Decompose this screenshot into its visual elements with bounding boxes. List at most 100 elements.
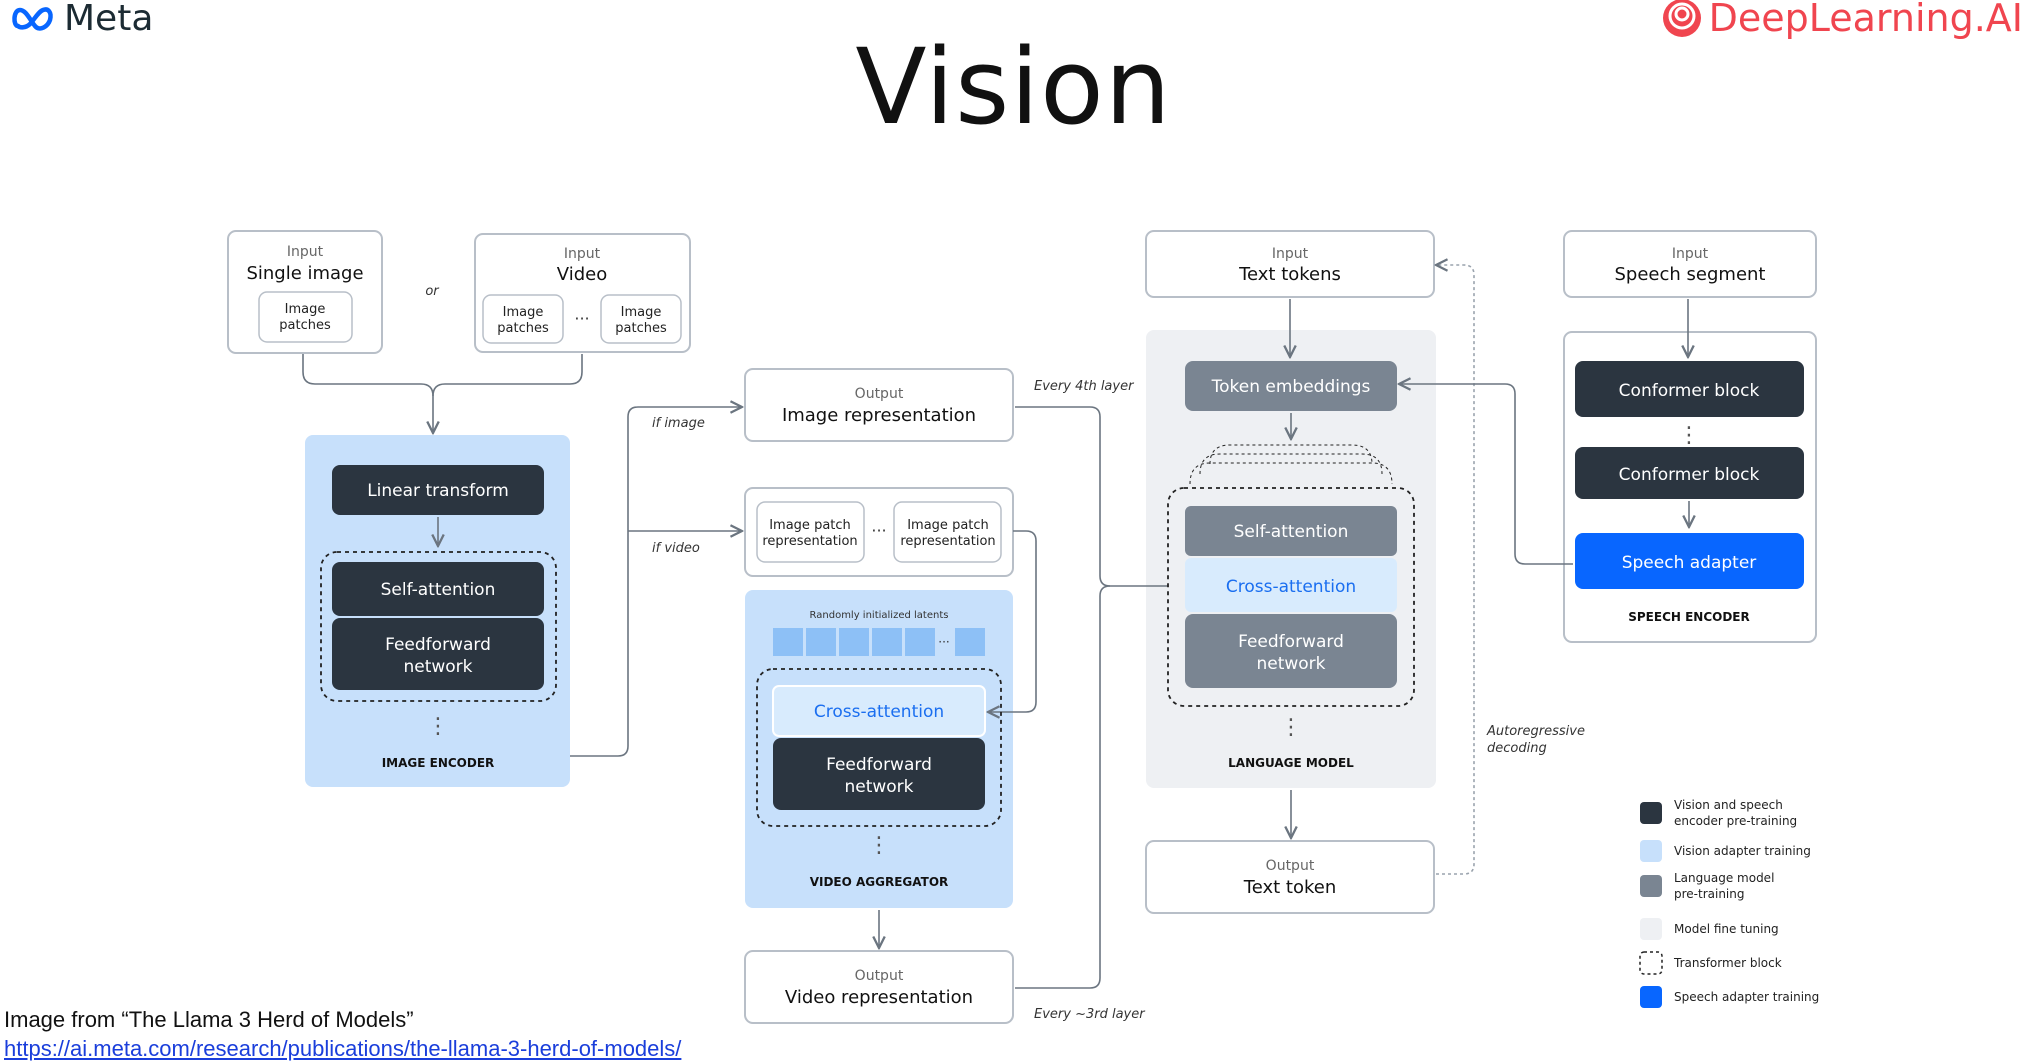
page-title: Vision xyxy=(855,26,1172,148)
video-cross-attention: Cross-attention xyxy=(814,702,944,722)
every-4th-layer-connector xyxy=(1015,406,1183,586)
output-video-rep-title: Video representation xyxy=(785,987,973,1008)
deeplearning-logo-text: DeepLearning.AI xyxy=(1708,0,2023,40)
video-aggregator-label: VIDEO AGGREGATOR xyxy=(810,875,949,889)
lm-self-attention: Self-attention xyxy=(1234,522,1349,542)
legend-swatch xyxy=(1640,986,1662,1008)
video-aggregator: Randomly initialized latents ··· Cross-a… xyxy=(756,610,1002,889)
if-image-connector xyxy=(570,407,742,757)
linear-transform-label: Linear transform xyxy=(367,481,509,501)
speech-encoder-label: SPEECH ENCODER xyxy=(1628,610,1750,624)
image-encoder: Linear transform Self-attention Feedforw… xyxy=(320,465,557,770)
speech-vdots: ⋮ xyxy=(1678,423,1700,448)
deeplearning-logo: DeepLearning.AI xyxy=(1661,0,2023,40)
legend-item: Speech adapter training xyxy=(1640,986,1819,1008)
token-embeddings-label: Token embeddings xyxy=(1211,377,1371,397)
language-model: Token embeddings Self-attention Cross-at… xyxy=(1167,361,1415,770)
if-video-label: if video xyxy=(652,541,700,556)
output-image-rep-label: Output xyxy=(855,386,904,402)
output-video-representation-box: Output Video representation xyxy=(744,950,1014,1024)
output-text-title: Text token xyxy=(1243,877,1336,898)
lm-cross-attention: Cross-attention xyxy=(1226,577,1356,597)
legend-swatch xyxy=(1640,802,1662,824)
image-encoder-label: IMAGE ENCODER xyxy=(382,756,495,770)
every-3rd-layer-label: Every ~3rd layer xyxy=(1034,1007,1146,1022)
legend-text: Transformer block xyxy=(1673,956,1782,970)
legend-text: Model fine tuning xyxy=(1674,922,1779,936)
video-aggregator-vdots: ⋮ xyxy=(868,833,890,858)
legend-swatch xyxy=(1640,918,1662,940)
legend-item: Vision adapter training xyxy=(1640,840,1811,862)
input-single-image-label: Input xyxy=(287,244,324,260)
latents-label: Randomly initialized latents xyxy=(810,610,949,621)
legend-text: Speech adapter training xyxy=(1674,990,1819,1004)
input-speech-segment-box: Input Speech segment xyxy=(1563,230,1817,298)
deeplearning-icon xyxy=(1662,0,1701,37)
input-text-label: Input xyxy=(1272,246,1309,262)
output-text-token-box: Output Text token xyxy=(1145,840,1435,914)
caption-link[interactable]: https://ai.meta.com/research/publication… xyxy=(4,1036,682,1061)
legend-swatch xyxy=(1639,951,1663,975)
speech-adapter-label: Speech adapter xyxy=(1622,553,1757,573)
video-input-connector xyxy=(432,354,583,397)
input-speech-label: Input xyxy=(1672,246,1709,262)
input-text-tokens-box: Input Text tokens xyxy=(1145,230,1435,298)
legend-text: Vision adapter training xyxy=(1674,844,1811,858)
lm-vdots: ⋮ xyxy=(1280,715,1302,740)
input-merge-connector xyxy=(302,354,433,433)
autoregressive-loop xyxy=(1436,265,1475,875)
language-model-label: LANGUAGE MODEL xyxy=(1228,756,1354,770)
patch-to-cross-attention-connector xyxy=(988,530,1037,712)
input-video-label: Input xyxy=(564,246,601,262)
image-encoder-vdots: ⋮ xyxy=(427,714,449,739)
output-text-label: Output xyxy=(1266,858,1315,874)
input-video-title: Video xyxy=(557,264,607,285)
input-single-image-title: Single image xyxy=(246,263,363,284)
caption-source: Image from “The Llama 3 Herd of Models” xyxy=(4,1007,414,1032)
output-image-representation-box: Output Image representation xyxy=(744,368,1014,442)
meta-logo-text: Meta xyxy=(64,0,154,39)
output-image-rep-title: Image representation xyxy=(782,405,976,426)
legend-swatch xyxy=(1640,875,1662,897)
latent-dots: ··· xyxy=(938,635,949,649)
speech-adapter-to-embeddings-connector xyxy=(1399,384,1573,565)
legend-swatch xyxy=(1640,840,1662,862)
meta-logo: Meta xyxy=(12,0,154,39)
input-speech-title: Speech segment xyxy=(1615,264,1766,285)
input-text-title: Text tokens xyxy=(1238,264,1341,285)
output-video-rep-label: Output xyxy=(855,968,904,984)
legend-item: Transformer block xyxy=(1639,951,1782,975)
patch-rep-dots: ··· xyxy=(871,521,886,540)
if-image-label: if image xyxy=(652,416,705,431)
conformer-block-2: Conformer block xyxy=(1619,465,1760,485)
latent-squares xyxy=(773,628,985,656)
image-encoder-self-attention: Self-attention xyxy=(381,580,496,600)
video-patches-dots: ··· xyxy=(574,309,589,328)
legend-item: Model fine tuning xyxy=(1640,918,1779,940)
or-label: or xyxy=(425,284,440,299)
conformer-block-1: Conformer block xyxy=(1619,381,1760,401)
every-4th-layer-label: Every 4th layer xyxy=(1034,379,1135,394)
speech-encoder: Conformer block ⋮ Conformer block Speech… xyxy=(1575,361,1804,624)
every-3rd-layer-connector xyxy=(1015,585,1111,989)
image-caption: Image from “The Llama 3 Herd of Models” … xyxy=(4,1005,681,1063)
meta-infinity-icon xyxy=(12,7,53,31)
